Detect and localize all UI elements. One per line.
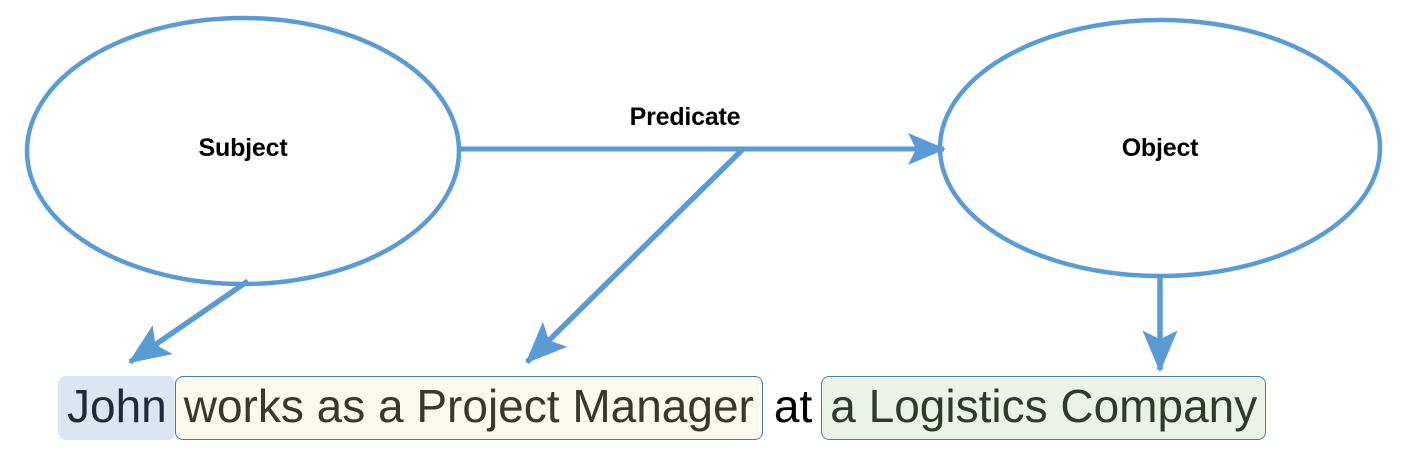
object-node-label: Object bbox=[1121, 134, 1199, 162]
predicate-to-text-arrow bbox=[525, 148, 744, 364]
sentence-chunk-plain: at bbox=[773, 380, 813, 432]
predicate-edge-label: Predicate bbox=[629, 103, 741, 131]
annotated-sentence: John works as a Project Manager at a Log… bbox=[58, 368, 1267, 448]
sentence-chunk-object[interactable]: a Logistics Company bbox=[821, 376, 1267, 440]
sentence-chunk-predicate[interactable]: works as a Project Manager bbox=[174, 376, 763, 440]
subject-to-text-arrow bbox=[128, 278, 250, 365]
sentence-chunk-subject[interactable]: John bbox=[58, 376, 176, 440]
subject-node-label: Subject bbox=[198, 134, 288, 162]
